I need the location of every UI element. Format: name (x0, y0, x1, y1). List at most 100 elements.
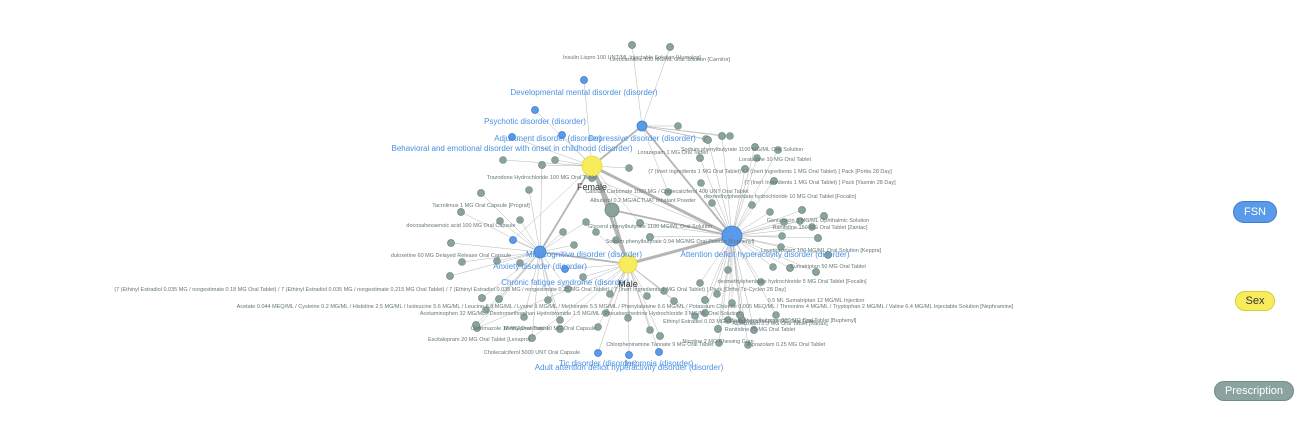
prescription-node-extra[interactable] (769, 263, 777, 271)
prescription-node-r23[interactable] (812, 268, 820, 276)
prescription-node-r1[interactable] (628, 41, 636, 49)
prescription-node-extra[interactable] (551, 156, 559, 164)
fsn-node-f10[interactable] (594, 349, 602, 357)
fsn-node-f11[interactable] (625, 351, 633, 359)
prescription-node-extra[interactable] (556, 316, 564, 324)
legend-sex-button[interactable]: Sex (1235, 291, 1275, 311)
fsn-node-f1[interactable] (580, 76, 588, 84)
prescription-node-extra[interactable] (757, 278, 765, 286)
prescription-node-r3[interactable] (718, 132, 726, 140)
prescription-node-r36[interactable] (528, 334, 536, 342)
prescription-node-extra[interactable] (777, 243, 785, 251)
prescription-node-extra[interactable] (748, 201, 756, 209)
prescription-node-extra[interactable] (774, 146, 782, 154)
prescription-node-r15[interactable] (636, 219, 644, 227)
prescription-node-r2[interactable] (666, 43, 674, 51)
prescription-node-r4[interactable] (704, 136, 712, 144)
prescription-node-extra[interactable] (708, 199, 716, 207)
prescription-node-r20[interactable] (824, 251, 832, 259)
prescription-node-extra[interactable] (772, 311, 780, 319)
fsn-node-f6[interactable] (533, 245, 547, 259)
prescription-node-extra[interactable] (674, 122, 682, 130)
prescription-node-extra[interactable] (564, 285, 572, 293)
prescription-node-r13[interactable] (741, 165, 749, 173)
fsn-node-f8[interactable] (509, 236, 517, 244)
prescription-node-extra[interactable] (766, 208, 774, 216)
prescription-node-extra[interactable] (520, 313, 528, 321)
prescription-node-extra[interactable] (808, 223, 816, 231)
prescription-node-extra[interactable] (594, 323, 602, 331)
prescription-node-r12[interactable] (696, 154, 704, 162)
prescription-node-extra[interactable] (482, 306, 490, 314)
prescription-node-extra[interactable] (624, 314, 632, 322)
prescription-node-r30[interactable] (736, 311, 744, 319)
prescription-node-extra[interactable] (559, 228, 567, 236)
prescription-node-r24[interactable] (478, 294, 486, 302)
legend-prescription-button[interactable]: Prescription (1214, 381, 1294, 401)
prescription-node-extra[interactable] (570, 241, 578, 249)
prescription-node-extra[interactable] (606, 290, 614, 298)
prescription-node-r8[interactable] (457, 208, 465, 216)
prescription-node-r6[interactable] (538, 161, 546, 169)
prescription-node-r21[interactable] (446, 272, 454, 280)
prescription-node-r16[interactable] (798, 206, 806, 214)
prescription-node-r7[interactable] (477, 189, 485, 197)
prescription-node-extra[interactable] (724, 266, 732, 274)
fsn-node-f3[interactable] (508, 133, 516, 141)
prescription-node-r11[interactable] (604, 202, 620, 218)
sex-node-male[interactable] (618, 254, 638, 274)
prescription-node-r31[interactable] (714, 325, 722, 333)
prescription-node-extra[interactable] (780, 218, 788, 226)
prescription-node-r35[interactable] (750, 326, 758, 334)
prescription-node-r32[interactable] (556, 325, 564, 333)
prescription-node-extra[interactable] (726, 132, 734, 140)
prescription-node-extra[interactable] (544, 296, 552, 304)
prescription-node-extra[interactable] (713, 290, 721, 298)
prescription-node-extra[interactable] (579, 273, 587, 281)
fsn-node-f5[interactable] (636, 120, 648, 132)
fsn-node-f7[interactable] (721, 225, 743, 247)
prescription-node-extra[interactable] (643, 292, 651, 300)
prescription-node-r9[interactable] (447, 239, 455, 247)
prescription-node-extra[interactable] (697, 179, 705, 187)
prescription-node-extra[interactable] (612, 236, 620, 244)
prescription-node-r26[interactable] (701, 296, 709, 304)
prescription-node-extra[interactable] (728, 299, 736, 307)
prescription-node-r14[interactable] (770, 177, 778, 185)
prescription-node-extra[interactable] (796, 217, 804, 225)
fsn-node-f9[interactable] (561, 265, 569, 273)
prescription-node-extra[interactable] (744, 341, 752, 349)
prescription-node-extra[interactable] (625, 164, 633, 172)
prescription-node-extra[interactable] (660, 287, 668, 295)
prescription-node-r25[interactable] (495, 295, 503, 303)
fsn-node-f12[interactable] (655, 348, 663, 356)
prescription-node-r17[interactable] (820, 212, 828, 220)
prescription-node-extra[interactable] (493, 257, 501, 265)
prescription-node-extra[interactable] (516, 216, 524, 224)
prescription-node-extra[interactable] (724, 316, 732, 324)
legend-fsn-button[interactable]: FSN (1233, 201, 1277, 223)
prescription-node-extra[interactable] (753, 154, 761, 162)
prescription-node-r27[interactable] (701, 309, 709, 317)
prescription-node-extra[interactable] (602, 309, 610, 317)
prescription-node-extra[interactable] (458, 258, 466, 266)
prescription-node-extra[interactable] (516, 259, 524, 267)
prescription-node-extra[interactable] (592, 228, 600, 236)
prescription-node-r18[interactable] (646, 233, 654, 241)
fsn-node-f2[interactable] (531, 106, 539, 114)
prescription-node-extra[interactable] (696, 279, 704, 287)
prescription-node-r33[interactable] (472, 321, 480, 329)
prescription-node-r22[interactable] (786, 264, 794, 272)
prescription-node-extra[interactable] (646, 326, 654, 334)
prescription-node-extra[interactable] (715, 339, 723, 347)
prescription-node-r5[interactable] (751, 143, 759, 151)
prescription-node-extra[interactable] (670, 297, 678, 305)
fsn-node-f4[interactable] (558, 131, 566, 139)
prescription-node-r19[interactable] (814, 234, 822, 242)
prescription-node-extra[interactable] (691, 312, 699, 320)
prescription-node-extra[interactable] (664, 188, 672, 196)
prescription-node-r34[interactable] (656, 332, 664, 340)
prescription-node-extra[interactable] (525, 186, 533, 194)
prescription-node-extra[interactable] (496, 217, 504, 225)
sex-node-female[interactable] (581, 155, 603, 177)
